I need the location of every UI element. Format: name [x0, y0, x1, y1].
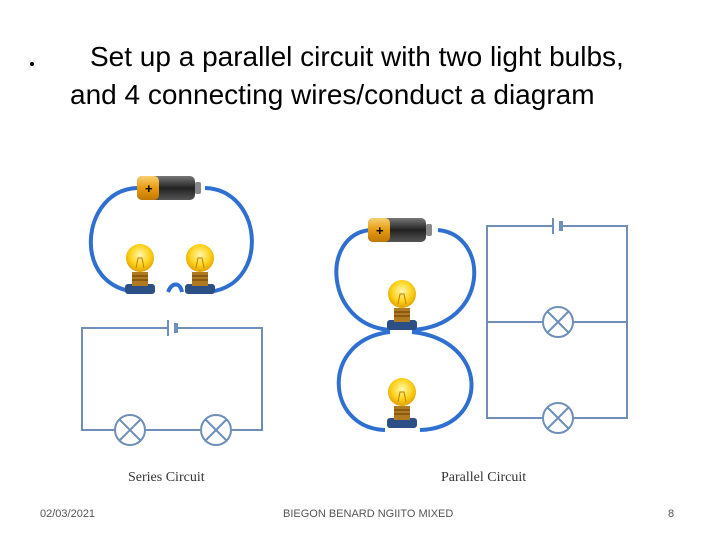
series-caption: Series Circuit	[128, 470, 205, 485]
battery-icon	[137, 176, 201, 200]
parallel-schematic	[486, 218, 628, 419]
page-number: 8	[668, 508, 675, 520]
light-bulb-icon	[184, 243, 216, 295]
lamp-symbol-icon	[542, 402, 574, 434]
lamp-symbol-icon	[542, 306, 574, 338]
bullet-text: Set up a parallel circuit with two light…	[70, 41, 624, 110]
series-pictorial-circuit	[88, 176, 254, 295]
parallel-pictorial-circuit	[334, 218, 477, 432]
footer-author: BIEGON BENARD NGIITO MIXED	[283, 508, 454, 520]
battery-icon	[368, 218, 432, 242]
lamp-symbol-icon	[200, 414, 232, 446]
footer-date: 02/03/2021	[40, 508, 96, 520]
parallel-caption: Parallel Circuit	[441, 470, 526, 485]
light-bulb-icon	[386, 279, 418, 331]
lamp-symbol-icon	[114, 414, 146, 446]
bullet-marker	[30, 62, 34, 66]
light-bulb-icon	[386, 377, 418, 429]
light-bulb-icon	[124, 243, 156, 295]
series-schematic	[81, 320, 263, 431]
circuit-figure: + Series Circuit	[81, 176, 628, 485]
